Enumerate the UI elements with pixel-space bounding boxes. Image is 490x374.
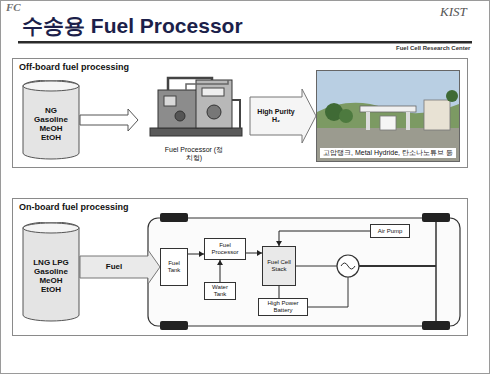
- vehicle-chassis: [148, 213, 460, 330]
- connector: [276, 231, 370, 246]
- photo-box: 고압탱크, Metal Hydride, 탄소나노튜브 등: [316, 70, 460, 162]
- block-arrow-shape: [80, 109, 138, 131]
- component-box: High Power Battery: [258, 298, 308, 316]
- node-text: High Power Battery: [260, 300, 306, 314]
- node-text: On-board fuel processing: [19, 202, 129, 212]
- node-text: Off-board fuel processing: [19, 62, 129, 72]
- connector: [246, 250, 262, 256]
- component-box: Air Pump: [370, 224, 410, 238]
- block-arrow: [250, 89, 316, 143]
- node-text: 고압탱크, Metal Hydride, 탄소나노튜브 등: [320, 148, 456, 158]
- node-text: Air Pump: [378, 228, 403, 235]
- header-rule: [18, 41, 472, 44]
- section-panel: Off-board fuel processing NG Gasoline MeO…: [12, 58, 468, 168]
- arrowhead: [217, 260, 223, 265]
- logo-text: FC: [6, 1, 21, 13]
- illustration-caption-box: Fuel Processor (정치형): [138, 70, 250, 164]
- arrow-label: High Purity H₂: [253, 108, 299, 124]
- connector-line: [279, 286, 280, 298]
- cylinder-top: [23, 81, 79, 91]
- connector: [188, 251, 204, 257]
- node-text: Water Tank: [206, 284, 234, 298]
- cylinder-body: [23, 222, 79, 321]
- component-box: Fuel Processor: [204, 238, 246, 260]
- component-box: Fuel Tank: [160, 248, 188, 286]
- center-name: Fuel Cell Research Center: [396, 45, 470, 51]
- node-text: LNG LPG Gasoline MeOH EtOH: [30, 258, 72, 295]
- block-arrow-shape: [80, 250, 160, 284]
- node-text: Fuel Cell Stack: [264, 259, 294, 273]
- block-arrow-shape: [250, 89, 316, 143]
- fuel-tank-cylinder: NG Gasoline MeOH EtOH: [22, 80, 80, 160]
- section-panel: On-board fuel processingLNG LPG Gasoline…: [12, 198, 468, 336]
- node-text: Fuel Tank: [162, 260, 186, 274]
- arrow-label: Fuel: [94, 262, 134, 271]
- fuel-processor-illustration: [150, 78, 242, 136]
- logo-text: KIST: [440, 4, 467, 20]
- hydrogen-station-photo: [317, 71, 459, 161]
- block-arrow: [80, 109, 138, 131]
- connector: [217, 260, 223, 282]
- component-box: Water Tank: [204, 282, 236, 300]
- component-box: Fuel Cell Stack: [262, 246, 296, 286]
- connector-line: [279, 231, 370, 246]
- slide-title: 수송용 Fuel Processor: [22, 12, 243, 40]
- node-text: Fuel Processor (정치형): [162, 146, 226, 162]
- node-text: Fuel Processor: [206, 242, 244, 256]
- fuel-tank-cylinder: LNG LPG Gasoline MeOH EtOH: [22, 222, 80, 322]
- connector: [279, 286, 280, 298]
- cylinder-top: [23, 223, 79, 233]
- block-arrow: [80, 250, 160, 284]
- node-text: NG Gasoline MeOH EtOH: [30, 106, 72, 143]
- cylinder-body: [23, 80, 79, 159]
